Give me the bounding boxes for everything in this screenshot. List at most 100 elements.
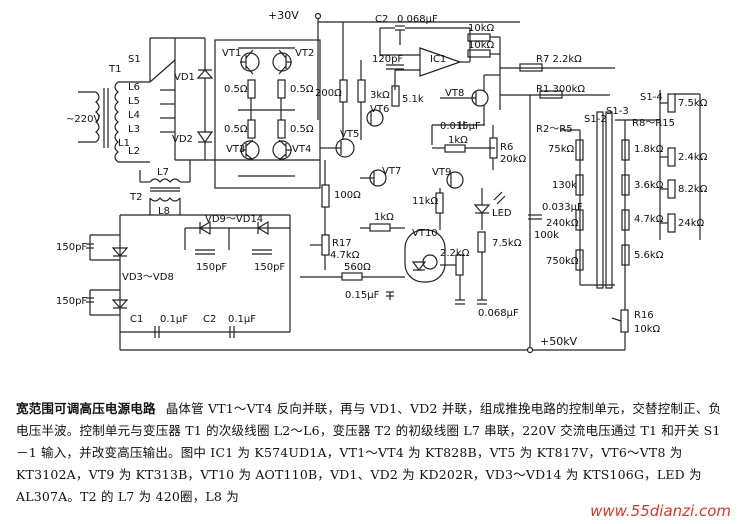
s1-label: S1	[128, 54, 141, 65]
c1-label: C1	[130, 314, 143, 325]
r05a-label: 0.5Ω	[224, 84, 248, 95]
r10ka-label: 10kΩ	[468, 23, 495, 34]
s1-3-label: S1-3	[606, 106, 629, 117]
l1-label: L1	[118, 138, 130, 149]
c150a-label: 150pF	[56, 242, 87, 253]
l6-label: L6	[128, 82, 140, 93]
switch-s1-1	[149, 38, 176, 160]
r16-value: 10kΩ	[634, 324, 661, 335]
r2-r5-label: R2～R5	[536, 124, 573, 135]
r200-label: 200Ω	[315, 88, 342, 99]
c2b-value: 0.1μF	[228, 314, 256, 325]
t2-label: T2	[129, 192, 142, 203]
r10kb-label: 10kΩ	[468, 40, 495, 51]
r6-label: R6	[500, 142, 513, 153]
caption-title: 宽范围可调高压电源电路	[16, 401, 156, 416]
caption-body: 晶体管 VT1～VT4 反向并联，再与 VD1、VD2 并联，组成推挽电路的控制…	[16, 401, 722, 504]
high-voltage-supply-schematic: T1 S1 ~220V L6 L5 L4 L3 L1 L2 VD1 VD2	[56, 9, 708, 354]
c015-label: 0.15μF	[345, 290, 380, 301]
t1-label: T1	[108, 64, 121, 75]
r1k-label: 1kΩ	[374, 212, 394, 223]
r24k-label: 2.4kΩ	[678, 152, 708, 163]
r56k-label: 5.6kΩ	[634, 250, 664, 261]
r05c-label: 0.5Ω	[224, 124, 248, 135]
transformer-t2	[139, 160, 191, 215]
vd2-label: VD2	[172, 134, 193, 145]
r05b-label: 0.5Ω	[290, 84, 314, 95]
r16-label: R16	[634, 310, 654, 321]
r750k-label: 750kΩ	[546, 256, 579, 267]
c120-label: 120pF	[372, 54, 403, 65]
feedback-network	[500, 63, 701, 354]
c2-value: 0.068μF	[397, 14, 438, 25]
r47k-label: 4.7kΩ	[634, 214, 664, 225]
r17-value: 4.7kΩ	[330, 250, 360, 261]
r75kb-label: 7.5kΩ	[678, 98, 708, 109]
r1k2-label: 1kΩ	[448, 135, 468, 146]
r24kb-label: 24kΩ	[678, 218, 705, 229]
supply-30v-label: +30V	[268, 9, 299, 22]
r75ka-label: 75kΩ	[548, 144, 575, 155]
r6-value: 20kΩ	[500, 154, 527, 165]
r51k-label: 5.1k	[402, 94, 424, 105]
r7-label: R7 2.2kΩ	[536, 54, 582, 65]
power-transistor-block	[214, 39, 321, 189]
r3k-label: 3kΩ	[370, 90, 390, 101]
c2b-label: C2	[203, 314, 216, 325]
c0068-label: 0.068μF	[478, 308, 519, 319]
led-label: LED	[492, 208, 512, 219]
r82k-label: 8.2kΩ	[678, 184, 708, 195]
l4-label: L4	[128, 110, 140, 121]
r36k-label: 3.6kΩ	[634, 180, 664, 191]
c1-value: 0.1μF	[160, 314, 188, 325]
vt7-label: VT7	[382, 166, 401, 177]
s1-4-label: S1-4	[640, 92, 663, 103]
c0015-label: 0.015μF	[440, 121, 481, 132]
s1-2-label: S1-2	[584, 114, 607, 125]
r560-label: 560Ω	[344, 262, 371, 273]
c150b-label: 150pF	[56, 296, 87, 307]
l8-label: L8	[158, 206, 170, 217]
vt10-label: VT10	[412, 228, 438, 239]
vt5-label: VT5	[340, 129, 359, 140]
r05d-label: 0.5Ω	[290, 124, 314, 135]
r100-label: 100Ω	[334, 190, 361, 201]
supply-50kv-label: +50kV	[540, 335, 578, 348]
r18k-label: 1.8kΩ	[634, 144, 664, 155]
transformer-t1	[78, 37, 175, 163]
c150d-label: 150pF	[254, 262, 285, 273]
vt3-label: VT3	[226, 144, 245, 155]
l3-label: L3	[128, 124, 140, 135]
driver-section	[300, 22, 500, 300]
site-watermark: www.55dianzi.com	[590, 502, 731, 520]
c150c-label: 150pF	[196, 262, 227, 273]
opamp-ic1	[379, 25, 501, 110]
vd3-vd8-label: VD3～VD8	[122, 272, 174, 283]
c0033-label: 0.033μF	[542, 202, 583, 213]
r11k-label: 11kΩ	[412, 196, 439, 207]
vt6-label: VT6	[370, 104, 389, 115]
l7-label: L7	[157, 167, 169, 178]
c2-label: C2	[375, 14, 388, 25]
supply-rail-30v	[314, 12, 520, 120]
vt8-label: VT8	[445, 88, 464, 99]
ac-input-label: ~220V	[66, 114, 100, 125]
vd1-label: VD1	[174, 72, 195, 83]
vt1-label: VT1	[222, 48, 241, 59]
diode-vd2	[196, 118, 214, 160]
figure-caption: 宽范围可调高压电源电路晶体管 VT1～VT4 反向并联，再与 VD1、VD2 并…	[16, 398, 728, 508]
r8-r15-label: R8～R15	[632, 118, 675, 129]
r17-label: R17	[332, 238, 352, 249]
vt9-label: VT9	[432, 167, 451, 178]
voltage-multiplier	[86, 214, 530, 351]
vt2-label: VT2	[295, 48, 314, 59]
r130k-label: 130k	[552, 180, 577, 191]
l5-label: L5	[128, 96, 140, 107]
vd9-vd14-label: VD9～VD14	[205, 214, 263, 225]
r100k-label: 100k	[534, 230, 559, 241]
r75k-label: 7.5kΩ	[492, 238, 522, 249]
r1-label: R1 300kΩ	[536, 84, 585, 95]
indicator-section	[404, 121, 506, 305]
l2-label: L2	[128, 146, 140, 157]
r22k-label: 2.2kΩ	[440, 248, 470, 259]
